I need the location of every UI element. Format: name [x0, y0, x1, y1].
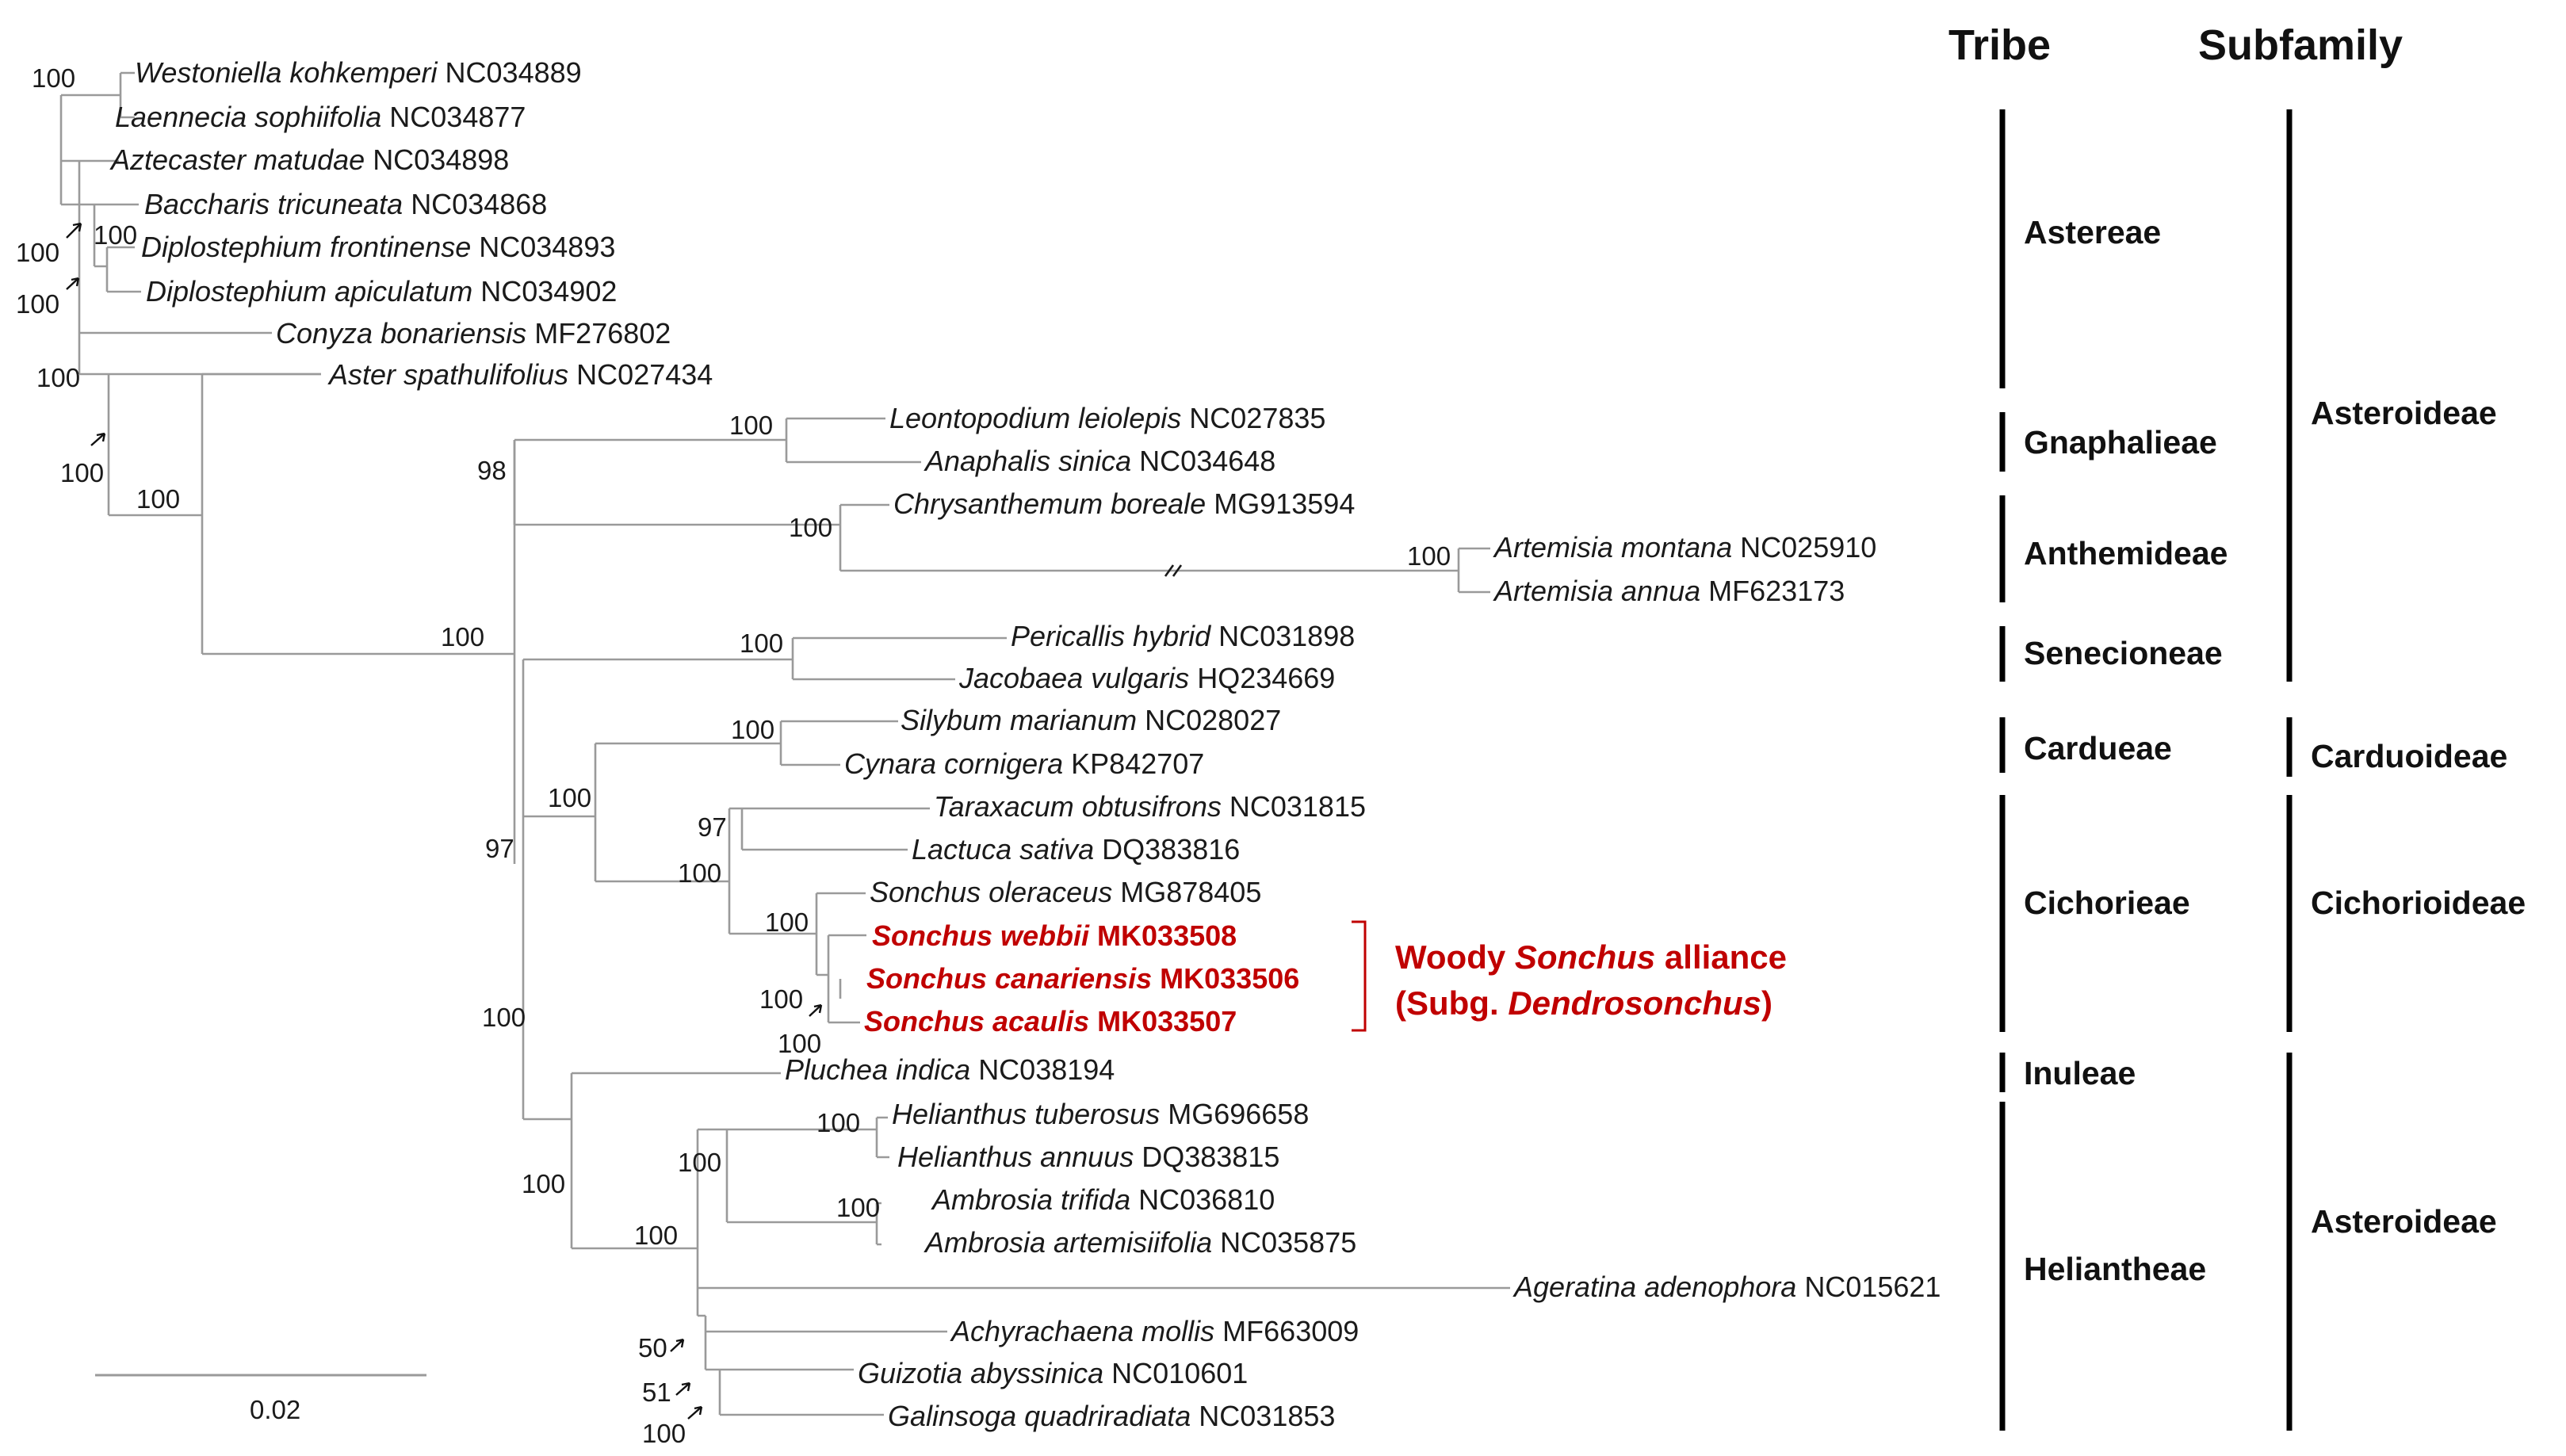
support-value: 100: [16, 238, 59, 267]
support-value: 97: [485, 834, 514, 863]
scale-bar-label: 0.02: [250, 1395, 300, 1424]
support-value: 100: [765, 908, 809, 937]
taxon-label: Leontopodium leiolepis NC027835: [889, 402, 1325, 434]
subfamily-label: Carduoideae: [2311, 738, 2507, 774]
support-value: 100: [94, 220, 137, 250]
support-value: 97: [698, 812, 727, 842]
highlight-note-line2: (Subg. Dendrosonchus): [1395, 984, 1772, 1022]
support-value: 100: [36, 363, 80, 392]
tribe-label: Heliantheae: [2024, 1251, 2206, 1287]
taxon-label: Helianthus tuberosus MG696658: [892, 1098, 1309, 1130]
support-value: 100: [731, 715, 774, 744]
support-value: 100: [136, 484, 180, 514]
support-value: 100: [642, 1419, 686, 1448]
subfamily-labels: Asteroideae Carduoideae Cichorioideae As…: [2311, 395, 2526, 1240]
support-value: 100: [482, 1003, 526, 1032]
tribe-label: Inuleae: [2024, 1055, 2136, 1091]
support-value: 100: [729, 411, 773, 440]
highlighted-taxon-label: Sonchus canariensis MK033506: [866, 962, 1299, 995]
support-value: 100: [548, 783, 591, 812]
support-value: 100: [60, 458, 104, 487]
taxon-label: Ambrosia trifida NC036810: [931, 1183, 1275, 1216]
taxon-label: Baccharis tricuneata NC034868: [144, 188, 547, 220]
taxon-label: Taraxacum obtusifrons NC031815: [934, 790, 1366, 823]
taxon-label: Aster spathulifolius NC027434: [327, 358, 713, 391]
taxon-label: Conyza bonariensis MF276802: [276, 317, 671, 350]
taxon-label: Ambrosia artemisiifolia NC035875: [924, 1226, 1356, 1259]
taxon-label: Artemisia montana NC025910: [1493, 531, 1876, 564]
subfamily-label: Asteroideae: [2311, 395, 2497, 431]
tribe-label: Cardueae: [2024, 730, 2172, 766]
highlighted-taxon-label: Sonchus acaulis MK033507: [864, 1005, 1237, 1038]
taxon-label: Artemisia annua MF623173: [1493, 575, 1845, 607]
support-value: 100: [816, 1108, 860, 1137]
support-value: 100: [1407, 541, 1451, 571]
support-value: 98: [477, 456, 507, 485]
taxon-label: Galinsoga quadriradiata NC031853: [888, 1400, 1335, 1432]
support-value: 100: [678, 858, 721, 888]
support-value: 100: [778, 1029, 821, 1058]
taxon-label: Guizotia abyssinica NC010601: [858, 1357, 1248, 1389]
tribe-label: Gnaphalieae: [2024, 424, 2217, 460]
support-value: 51: [642, 1378, 671, 1407]
taxon-label: Cynara cornigera KP842707: [844, 747, 1204, 780]
taxon-label: Aztecaster matudae NC034898: [109, 143, 509, 176]
support-value: 100: [678, 1148, 721, 1177]
taxon-label: Anaphalis sinica NC034648: [924, 445, 1275, 477]
tribe-label: Cichorieae: [2024, 885, 2190, 921]
support-value: 100: [522, 1169, 565, 1198]
taxon-label: Laennecia sophiifolia NC034877: [115, 101, 526, 133]
taxon-labels: Westoniella kohkemperi NC034889 Laenneci…: [109, 56, 1941, 1432]
highlight-note-line1: Woody Sonchus alliance: [1395, 938, 1787, 976]
taxon-label: Chrysanthemum boreale MG913594: [893, 487, 1355, 520]
subfamily-label: Asteroideae: [2311, 1203, 2497, 1240]
highlight-bracket: [1352, 920, 1367, 1032]
support-value: 100: [32, 63, 75, 93]
tribe-label: Senecioneae: [2024, 635, 2223, 671]
taxon-label: Pluchea indica NC038194: [785, 1053, 1115, 1086]
subfamily-label: Cichorioideae: [2311, 885, 2526, 921]
subfamily-header: Subfamily: [2198, 21, 2403, 69]
taxon-label: Westoniella kohkemperi NC034889: [135, 56, 582, 89]
taxon-label: Helianthus annuus DQ383815: [897, 1141, 1279, 1173]
support-value: 100: [16, 289, 59, 319]
highlighted-taxon-label: Sonchus webbii MK033508: [872, 919, 1237, 952]
taxon-label: Achyrachaena mollis MF663009: [950, 1315, 1359, 1347]
taxon-label: Diplostephium apiculatum NC034902: [146, 275, 617, 308]
tribe-label: Anthemideae: [2024, 535, 2228, 571]
tree-branches: [59, 71, 1510, 1416]
taxon-label: Ageratina adenophora NC015621: [1512, 1271, 1941, 1303]
support-value: 100: [740, 629, 783, 658]
taxon-label: Pericallis hybrid NC031898: [1011, 620, 1355, 652]
taxon-label: Jacobaea vulgaris HQ234669: [958, 662, 1335, 694]
taxon-label: Sonchus oleraceus MG878405: [870, 876, 1261, 908]
taxon-label: Diplostephium frontinense NC034893: [141, 231, 615, 263]
support-value: 100: [789, 513, 832, 542]
support-value: 50: [638, 1333, 667, 1362]
taxon-label: Lactuca sativa DQ383816: [912, 833, 1240, 866]
support-value: 100: [836, 1193, 880, 1222]
tribe-label: Astereae: [2024, 214, 2161, 250]
support-value: 100: [441, 622, 484, 652]
support-value: 100: [759, 984, 803, 1014]
support-values: 100 100 100 100 100 100 100 98 100 100 1…: [16, 63, 1451, 1448]
taxon-label: Silybum marianum NC028027: [901, 704, 1281, 736]
support-value: 100: [634, 1221, 678, 1250]
tribe-header: Tribe: [1948, 21, 2051, 69]
tribe-labels: Astereae Gnaphalieae Anthemideae Senecio…: [2024, 214, 2228, 1287]
node-arrows: [66, 222, 823, 1420]
